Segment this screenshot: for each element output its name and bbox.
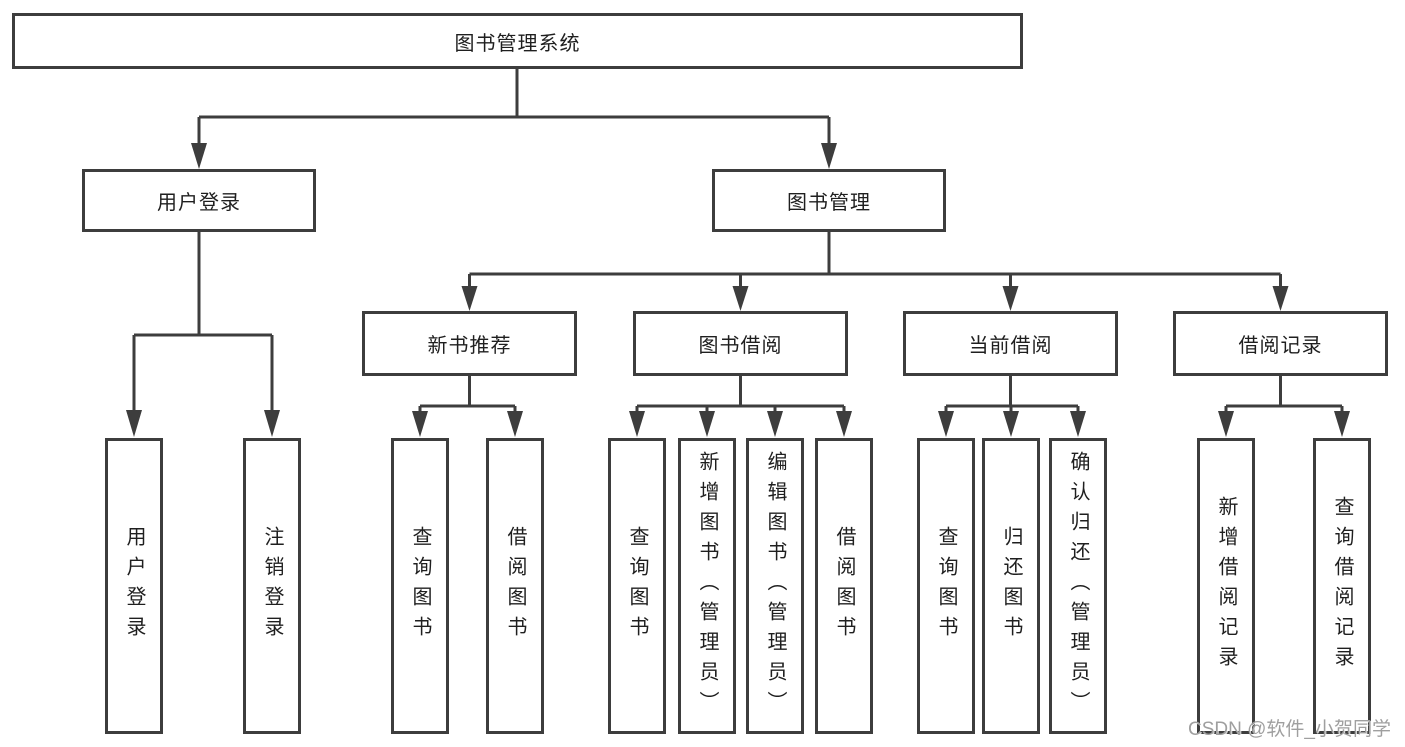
arrowhead-icon: [1334, 411, 1350, 437]
arrowhead-icon: [767, 411, 783, 437]
leaf-borrow-borrow-books-label: 借阅图书: [833, 526, 855, 646]
leaf-query-borrow-record-label: 查询借阅记录: [1331, 496, 1353, 676]
leaf-newbook-borrow-books-label: 借阅图书: [504, 526, 526, 646]
edge-bookmgmt-to-level3: [468, 232, 1282, 290]
leaf-newbook-query-books-label: 查询图书: [409, 526, 431, 646]
edge-bookborrow-to-leaves: [635, 376, 846, 413]
arrowhead-icon: [629, 411, 645, 437]
leaf-user-login: 用户登录: [105, 438, 163, 734]
node-user-login-label: 用户登录: [157, 192, 241, 214]
node-book-borrow: 图书借阅: [633, 311, 848, 376]
arrowhead-icon: [1070, 411, 1086, 437]
node-borrow-records-label: 借阅记录: [1238, 335, 1323, 357]
leaf-logout-label: 注销登录: [261, 526, 283, 646]
node-current-borrow: 当前借阅: [903, 311, 1118, 376]
arrowhead-icon: [264, 410, 280, 437]
leaf-add-books-admin: 新增图书（管理员）: [678, 438, 736, 734]
leaf-edit-books-admin-label: 编辑图书（管理员）: [764, 451, 786, 721]
arrowhead-icon: [1218, 411, 1234, 437]
arrowhead-icon: [1272, 286, 1289, 311]
leaf-confirm-return-admin-label: 确认归还（管理员）: [1067, 451, 1089, 721]
node-borrow-records: 借阅记录: [1173, 311, 1388, 376]
leaf-newbook-query-books: 查询图书: [391, 438, 449, 734]
leaf-return-books-label: 归还图书: [1000, 526, 1022, 646]
leaf-return-books: 归还图书: [982, 438, 1040, 734]
edge-currentborrow-to-leaves: [944, 376, 1080, 413]
arrowhead-icon: [1003, 411, 1019, 437]
csdn-watermark: CSDN @软件_小贺同学: [1188, 719, 1391, 740]
node-user-login: 用户登录: [82, 169, 316, 232]
leaf-borrow-borrow-books: 借阅图书: [815, 438, 873, 734]
arrowhead-icon: [507, 411, 523, 437]
leaf-add-books-admin-label: 新增图书（管理员）: [696, 451, 718, 721]
arrowhead-icon: [1002, 286, 1019, 311]
leaf-borrow-query-books: 查询图书: [608, 438, 666, 734]
edge-borrowrecord-to-leaves: [1224, 376, 1344, 413]
leaf-newbook-borrow-books: 借阅图书: [486, 438, 544, 734]
arrowhead-icon: [461, 286, 478, 311]
leaf-query-borrow-record: 查询借阅记录: [1313, 438, 1371, 734]
leaf-current-query-books: 查询图书: [917, 438, 975, 734]
node-library-system-label: 图书管理系统: [454, 32, 581, 55]
node-library-system: 图书管理系统: [12, 13, 1023, 69]
node-new-book-recommend-label: 新书推荐: [427, 335, 512, 357]
arrowhead-icon: [412, 411, 428, 437]
arrowhead-icon: [732, 286, 749, 311]
leaf-confirm-return-admin: 确认归还（管理员）: [1049, 438, 1107, 734]
arrowhead-icon: [938, 411, 954, 437]
leaf-logout: 注销登录: [243, 438, 301, 734]
leaf-user-login-label: 用户登录: [123, 526, 145, 646]
node-new-book-recommend: 新书推荐: [362, 311, 577, 376]
node-book-borrow-label: 图书借阅: [698, 335, 783, 357]
arrowhead-icon: [821, 143, 837, 169]
edge-root-to-level2: [197, 69, 831, 146]
arrowhead-icon: [126, 410, 142, 437]
edge-login-to-leaves: [132, 232, 274, 412]
node-book-management-label: 图书管理: [787, 192, 871, 214]
node-book-management: 图书管理: [712, 169, 946, 232]
leaf-current-query-books-label: 查询图书: [935, 526, 957, 646]
edge-newbook-to-leaves: [418, 376, 517, 413]
arrowhead-icon: [191, 143, 207, 169]
leaf-borrow-query-books-label: 查询图书: [626, 526, 648, 646]
leaf-add-borrow-record: 新增借阅记录: [1197, 438, 1255, 734]
leaf-add-borrow-record-label: 新增借阅记录: [1215, 496, 1237, 676]
arrowhead-icon: [836, 411, 852, 437]
node-current-borrow-label: 当前借阅: [968, 335, 1053, 357]
leaf-edit-books-admin: 编辑图书（管理员）: [746, 438, 804, 734]
arrowhead-icon: [699, 411, 715, 437]
